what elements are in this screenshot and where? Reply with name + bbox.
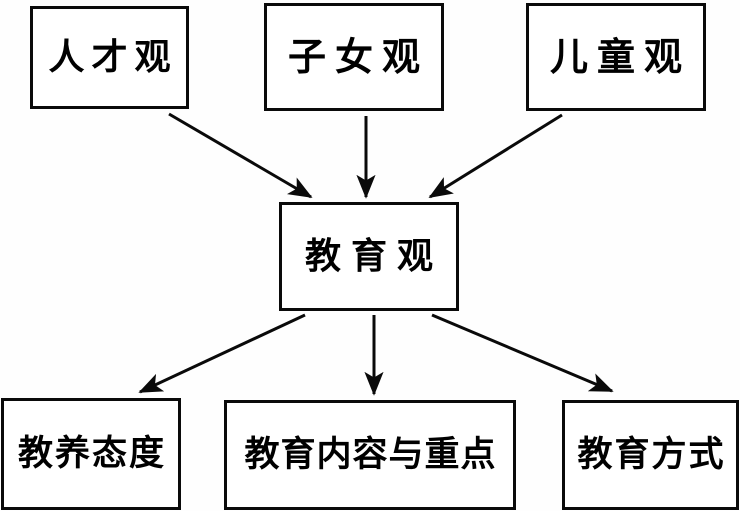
- node-rencaiguan[interactable]: 人才观: [30, 6, 189, 109]
- edge-jiaoyuguan-to-jiaoyufangshi: [431, 313, 614, 393]
- edge-jiaoyuguan-to-jiaoyangtaidu: [138, 313, 306, 394]
- node-neirongzhongdian[interactable]: 教育内容与重点: [224, 400, 516, 510]
- node-label: 教养态度: [17, 433, 166, 474]
- node-label: 教育方式: [577, 434, 726, 475]
- node-ertongguan[interactable]: 儿童观: [526, 3, 706, 111]
- node-label: 教育内容与重点: [244, 434, 497, 475]
- node-zinvguan[interactable]: 子女观: [264, 3, 444, 111]
- node-label: 子女观: [287, 35, 429, 79]
- node-jiaoyufangshi[interactable]: 教育方式: [562, 400, 739, 510]
- node-label: 教育观: [304, 235, 443, 277]
- node-jiaoyuguan[interactable]: 教育观: [279, 202, 459, 311]
- edge-rencaiguan-to-jiaoyuguan: [168, 112, 313, 199]
- node-label: 儿童观: [549, 35, 691, 79]
- node-label: 人才观: [48, 36, 178, 78]
- node-jiaoyangtaidu[interactable]: 教养态度: [1, 398, 181, 510]
- edge-ertongguan-to-jiaoyuguan: [428, 113, 563, 199]
